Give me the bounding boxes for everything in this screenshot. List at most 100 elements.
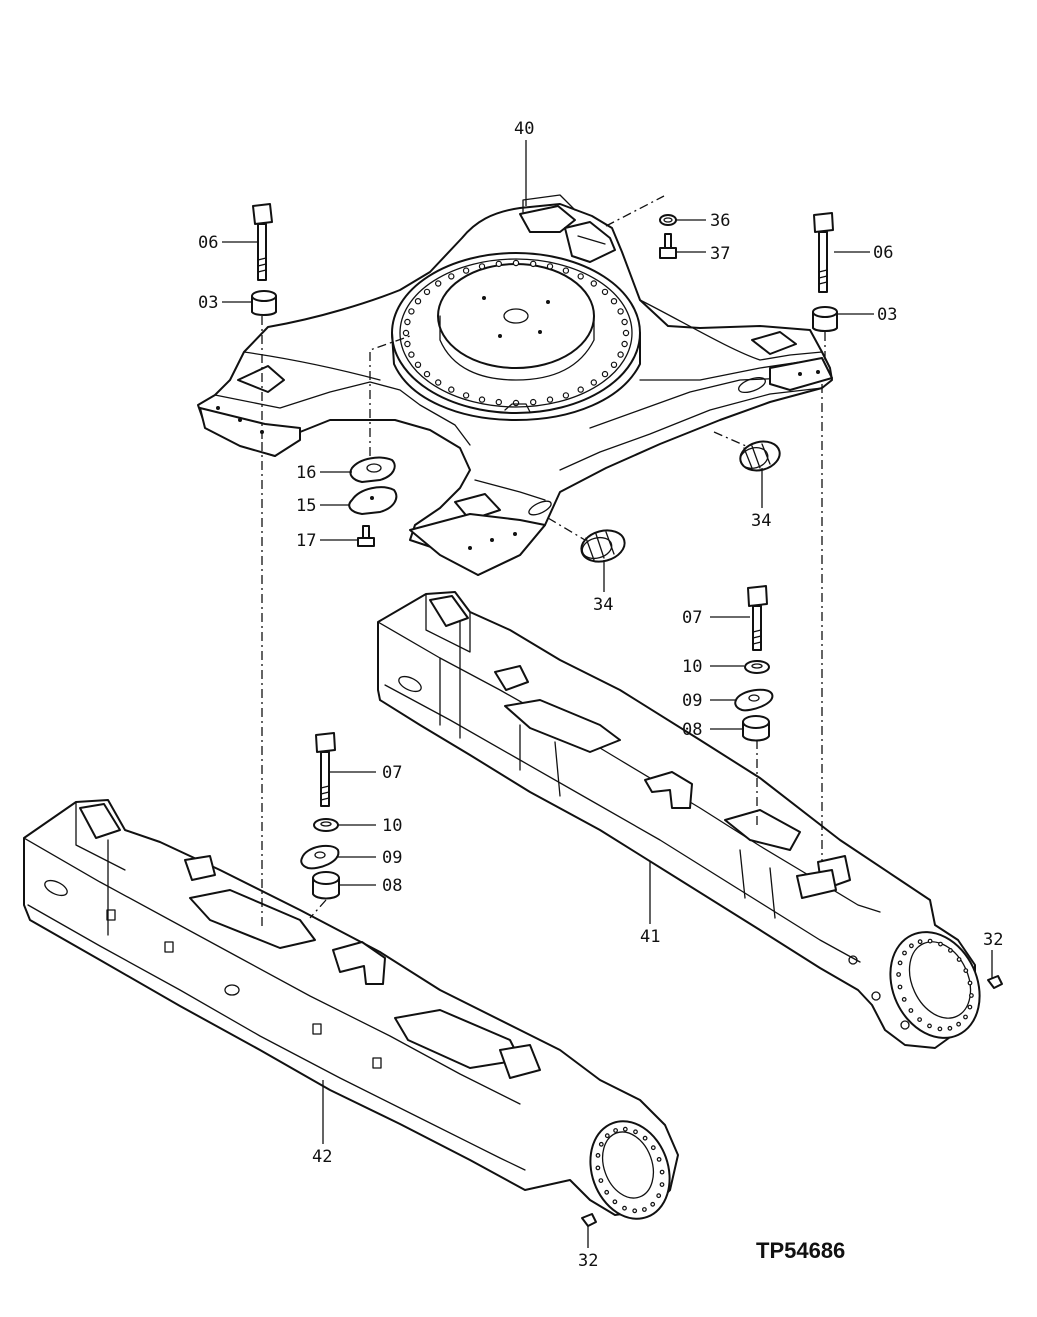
bolt-hole (448, 273, 455, 280)
bolt-hole (659, 1182, 665, 1187)
plate-09-right (734, 688, 774, 712)
bolt-hole (632, 1208, 638, 1214)
bolt-hole (423, 370, 431, 378)
bearing-bolt-holes (402, 259, 630, 407)
bolt-hole (613, 1128, 618, 1133)
bolt-hole (902, 950, 907, 956)
bolt-hole (622, 1126, 628, 1132)
bolt-hole (577, 386, 584, 393)
assembly-lines (261, 195, 826, 930)
bolt-hole (901, 997, 907, 1002)
bolt-hole (650, 1201, 656, 1207)
callout-15: 15 (296, 496, 316, 516)
bolt-hole (621, 318, 628, 326)
hub-bolt-holes-41 (896, 938, 974, 1032)
spacer-08-left (312, 871, 340, 900)
bolt-hole (590, 280, 598, 287)
bolt-07-right (747, 585, 768, 651)
callout-34-right: 34 (751, 511, 771, 531)
bolt-hole (642, 1135, 648, 1141)
plate-15 (348, 486, 398, 515)
bolt-hole (610, 298, 618, 305)
callout-06-right: 06 (873, 243, 893, 263)
bolt-hole (896, 972, 901, 977)
bolt-hole (562, 267, 570, 274)
bolt-hole (633, 1129, 638, 1135)
bolt-hole (617, 308, 624, 315)
callout-16: 16 (296, 463, 316, 483)
bolt-hole (495, 398, 502, 406)
spacer-08-right (742, 715, 770, 742)
bolt-hole (462, 267, 470, 274)
bolt-hole (927, 1023, 932, 1029)
bolt-hole (956, 1021, 961, 1027)
plate-16 (349, 456, 396, 483)
callout-07-left: 07 (382, 763, 402, 783)
plug-32-bottom (581, 1213, 597, 1227)
bolt-hole (622, 329, 630, 337)
callout-labels: 40 06 03 06 03 36 37 16 15 17 34 34 07 1… (198, 119, 1003, 1271)
callout-08-right: 08 (682, 720, 702, 740)
upper-frame-part-40 (197, 194, 833, 576)
bolt-06-left (252, 203, 273, 281)
bolt-hole (621, 340, 628, 348)
drawing-reference-code: TP54686 (756, 1238, 845, 1263)
bolt-hole (967, 1004, 973, 1010)
bolt-hole (495, 260, 502, 268)
bolt-hole (595, 1152, 601, 1158)
side-frame-part-42 (23, 799, 679, 1220)
bolt-hole (414, 361, 422, 368)
callout-10-right: 10 (682, 657, 702, 677)
bolt-hole (408, 308, 415, 315)
bolt-hole (967, 980, 973, 986)
bolt-hole (546, 263, 554, 270)
bolt-hole (656, 1156, 662, 1162)
washer-36 (659, 214, 677, 226)
callout-09-left: 09 (382, 848, 402, 868)
callout-32-bottom: 32 (578, 1251, 598, 1271)
bolt-hole (404, 340, 411, 348)
bolt-hole (435, 280, 442, 287)
callout-03-right: 03 (877, 305, 897, 325)
callout-17: 17 (296, 531, 316, 551)
callout-08-left: 08 (382, 876, 402, 896)
callout-07-right: 07 (682, 608, 702, 628)
callout-42: 42 (312, 1147, 332, 1167)
plug-32-right (987, 975, 1003, 989)
callout-34-center: 34 (593, 595, 613, 615)
bolt-hole (530, 260, 537, 268)
callout-06-left: 06 (198, 233, 218, 253)
rubber-mount-34-right (739, 440, 781, 472)
bolt-hole (650, 1145, 656, 1151)
callout-03-left: 03 (198, 293, 218, 313)
bolt-07-left (315, 732, 336, 807)
bolt-hole (963, 968, 969, 973)
bolt-hole (917, 939, 923, 945)
spacer-03-left (251, 290, 277, 316)
hub-bolt-holes-42 (595, 1126, 665, 1214)
bolt-hole (963, 1014, 968, 1020)
callout-10-left: 10 (382, 816, 402, 836)
bolt-hole (408, 351, 415, 358)
bolt-hole (604, 1133, 610, 1139)
bolt-hole (908, 1008, 914, 1013)
bolt-hole (610, 361, 618, 368)
bolt-hole (435, 379, 442, 386)
washer-10-left (313, 818, 339, 832)
bolt-hole (612, 1199, 618, 1205)
bolt-hole (617, 351, 624, 358)
bolt-hole (927, 938, 933, 944)
bolt-hole (601, 370, 609, 378)
rubber-mount-34-center (580, 529, 626, 563)
bolt-hole (598, 1178, 604, 1183)
callout-40: 40 (514, 119, 534, 139)
bolt-hole (423, 288, 431, 296)
bolt-hole (546, 396, 554, 403)
bolt-hole (590, 379, 598, 386)
bolt-37 (659, 233, 677, 259)
bolt-hole (595, 1165, 601, 1171)
bolt-hole (659, 1169, 665, 1175)
bolt-hole (937, 1026, 943, 1032)
